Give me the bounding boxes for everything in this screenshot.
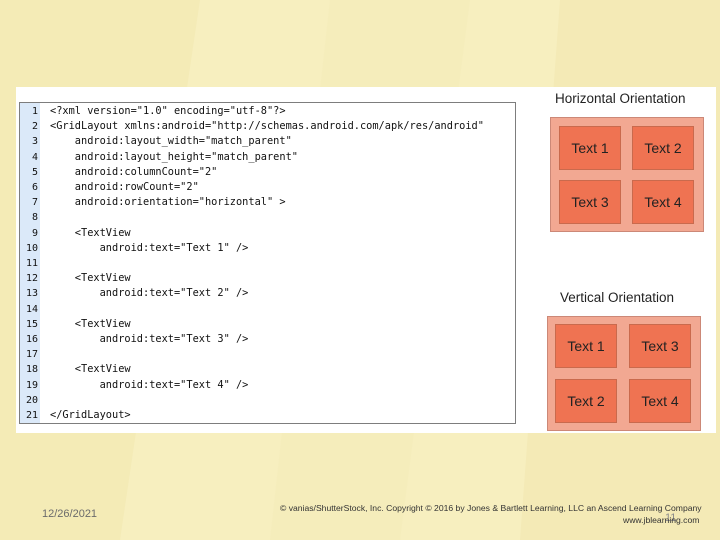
code-text: android:text="Text 2" /> bbox=[50, 287, 249, 300]
line-number: 15 bbox=[25, 318, 38, 330]
code-line: 11 bbox=[20, 256, 515, 271]
vertical-example: Vertical Orientation Text 1 Text 3 Text … bbox=[535, 284, 716, 433]
code-line: 17 bbox=[20, 347, 515, 362]
horizontal-grid: Text 1 Text 2 Text 3 Text 4 bbox=[550, 117, 704, 232]
line-number: 21 bbox=[25, 410, 38, 421]
code-line: 20 bbox=[20, 393, 515, 408]
line-number: 1 bbox=[31, 106, 38, 117]
code-line: 3 android:layout_width="match_parent" bbox=[20, 134, 515, 149]
copyright-notice: © vanias/ShutterStock, Inc. Copyright © … bbox=[280, 503, 702, 513]
line-number: 7 bbox=[31, 197, 38, 209]
line-number: 2 bbox=[31, 121, 38, 133]
code-text: android:columnCount="2" bbox=[50, 165, 218, 178]
page-number: 11 bbox=[665, 512, 677, 524]
code-text: android:layout_height="match_parent" bbox=[50, 150, 298, 163]
code-text: android:orientation="horizontal" > bbox=[50, 196, 286, 209]
code-text: <TextView bbox=[50, 272, 131, 285]
code-text: <TextView bbox=[50, 363, 131, 376]
line-number-gutter bbox=[20, 103, 40, 423]
code-line: 15 <TextView bbox=[20, 317, 515, 332]
code-text: android:text="Text 3" /> bbox=[50, 333, 249, 345]
vertical-cell: Text 1 bbox=[555, 324, 617, 368]
vertical-grid: Text 1 Text 3 Text 2 Text 4 bbox=[547, 316, 701, 431]
slide-date: 12/26/2021 bbox=[42, 508, 98, 520]
code-line: 9 <TextView bbox=[20, 226, 515, 241]
code-line: 18 <TextView bbox=[20, 362, 515, 377]
line-number: 17 bbox=[25, 349, 38, 361]
line-number: 12 bbox=[25, 273, 38, 285]
line-number: 20 bbox=[25, 394, 38, 406]
code-line: 13 android:text="Text 2" /> bbox=[20, 286, 515, 301]
vertical-title: Vertical Orientation bbox=[560, 290, 675, 305]
code-text: android:text="Text 1" /> bbox=[50, 241, 249, 254]
code-panel: 1 <?xml version="1.0" encoding="utf-8"?> 2… bbox=[19, 102, 516, 424]
horizontal-cell: Text 1 bbox=[559, 126, 621, 170]
code-text: android:layout_width="match_parent" bbox=[50, 135, 292, 148]
code-line: 7 android:orientation="horizontal" > bbox=[20, 195, 515, 210]
code-line: 19 android:text="Text 4" /> bbox=[20, 378, 515, 393]
line-number: 8 bbox=[31, 212, 38, 224]
line-number: 9 bbox=[31, 227, 38, 239]
horizontal-cell: Text 4 bbox=[632, 180, 694, 224]
horizontal-cell: Text 2 bbox=[632, 126, 694, 170]
code-text: <GridLayout xmlns:android="http://schema… bbox=[50, 120, 484, 133]
code-line: 16 android:text="Text 3" /> bbox=[20, 332, 515, 347]
horizontal-example: Horizontal Orientation Text 1 Text 2 Tex… bbox=[535, 87, 716, 235]
vertical-cell: Text 4 bbox=[629, 379, 691, 423]
vertical-cell: Text 3 bbox=[629, 324, 691, 368]
publisher-website: www.jblearning.com bbox=[623, 515, 700, 525]
code-line: 4 android:layout_height="match_parent" bbox=[20, 150, 515, 165]
code-line: 6 android:rowCount="2" bbox=[20, 180, 515, 195]
code-line: 21 </GridLayout> bbox=[20, 408, 515, 423]
code-line: 1 <?xml version="1.0" encoding="utf-8"?> bbox=[20, 104, 515, 119]
code-text: android:rowCount="2" bbox=[50, 181, 199, 193]
vertical-cell: Text 2 bbox=[555, 379, 617, 423]
line-number: 5 bbox=[31, 166, 38, 178]
line-number: 6 bbox=[31, 182, 38, 193]
horizontal-cell: Text 3 bbox=[559, 180, 621, 224]
code-text: android:text="Text 4" /> bbox=[50, 378, 249, 391]
code-text: <TextView bbox=[50, 226, 131, 239]
line-number: 10 bbox=[25, 242, 38, 254]
line-number: 14 bbox=[25, 303, 38, 315]
line-number: 4 bbox=[31, 151, 38, 163]
horizontal-title: Horizontal Orientation bbox=[555, 91, 686, 106]
code-line: 5 android:columnCount="2" bbox=[20, 165, 515, 180]
code-line: 10 android:text="Text 1" /> bbox=[20, 241, 515, 256]
code-text: </GridLayout> bbox=[50, 409, 131, 421]
line-number: 16 bbox=[25, 334, 38, 345]
line-number: 19 bbox=[25, 379, 38, 391]
code-line: 12 <TextView bbox=[20, 271, 515, 286]
line-number: 13 bbox=[25, 288, 38, 300]
line-number: 3 bbox=[31, 136, 38, 148]
line-number: 11 bbox=[25, 258, 38, 269]
code-text: <TextView bbox=[50, 317, 131, 330]
code-text: <?xml version="1.0" encoding="utf-8"?> bbox=[50, 105, 286, 117]
code-line: 14 bbox=[20, 302, 515, 317]
code-line: 8 bbox=[20, 210, 515, 225]
line-number: 18 bbox=[25, 364, 38, 376]
code-line: 2 <GridLayout xmlns:android="http://schem… bbox=[20, 119, 515, 134]
